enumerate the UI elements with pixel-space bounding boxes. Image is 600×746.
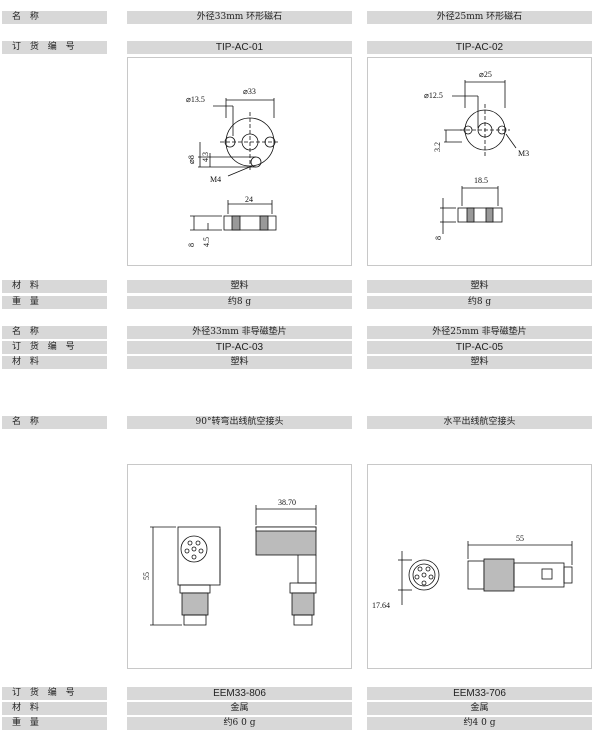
dim-width: 38.70: [278, 498, 296, 507]
product-name-tip-ac-02: 外径25mm 环形磁石: [367, 11, 592, 24]
drawing-tip-ac-02: ⌀25 ⌀12.5 3.2 M3 18.5 8: [424, 70, 529, 240]
dim-outer-diameter: ⌀25: [479, 70, 492, 79]
label-weight: 重 量: [2, 717, 107, 730]
dim-height-total: 8: [187, 243, 196, 247]
material-eem33-806: 金属: [127, 702, 352, 715]
product-name-tip-ac-05: 外径25mm 非导磁垫片: [367, 326, 592, 339]
dim-hole-offset: 4.3: [201, 152, 210, 162]
drawing-tip-ac-01: ⌀33 ⌀13.5 ⌀8 4.3 M4 24 8 4.5: [186, 87, 280, 247]
label-material: 材 料: [2, 280, 107, 293]
dim-inner-diameter: ⌀12.5: [424, 91, 443, 100]
label-order-no: 订 货 编 号: [2, 41, 107, 54]
product-name-eem33-806: 90°转弯出线航空接头: [127, 416, 352, 429]
order-no-tip-ac-02: TIP-AC-02: [367, 41, 592, 54]
product-name-eem33-706: 水平出线航空接头: [367, 416, 592, 429]
dim-width: 24: [245, 195, 253, 204]
dim-hole-diameter: ⌀8: [187, 155, 196, 164]
order-no-tip-ac-01: TIP-AC-01: [127, 41, 352, 54]
drawing-panel-eem33-706: 55 17.64: [367, 464, 592, 669]
label-material: 材 料: [2, 702, 107, 715]
weight-eem33-806: 约6 0 g: [127, 717, 352, 730]
dim-height-half: 4.5: [202, 237, 211, 247]
material-tip-ac-03: 塑料: [127, 356, 352, 369]
dim-hole-offset: 3.2: [433, 142, 442, 152]
drawing-eem33-706: 55 17.64: [372, 534, 573, 610]
drawing-eem33-806: 38.70 55: [142, 498, 317, 626]
order-no-eem33-806: EEM33-806: [127, 687, 352, 700]
label-name: 名 称: [2, 326, 107, 339]
dim-outer-diameter: ⌀33: [243, 87, 256, 96]
material-eem33-706: 金属: [367, 702, 592, 715]
label-order-no: 订 货 编 号: [2, 341, 107, 354]
weight-eem33-706: 约4 0 g: [367, 717, 592, 730]
order-no-tip-ac-05: TIP-AC-05: [367, 341, 592, 354]
dim-thread: M4: [210, 175, 221, 184]
drawing-panel-eem33-806: 38.70 55: [127, 464, 352, 669]
dim-width: 18.5: [474, 176, 488, 185]
order-no-tip-ac-03: TIP-AC-03: [127, 341, 352, 354]
dim-inner-diameter: ⌀13.5: [186, 95, 205, 104]
dim-diameter: 17.64: [372, 601, 390, 610]
dim-length: 55: [516, 534, 524, 543]
label-material: 材 料: [2, 356, 107, 369]
order-no-eem33-706: EEM33-706: [367, 687, 592, 700]
dim-height-total: 8: [434, 236, 443, 240]
material-tip-ac-02: 塑料: [367, 280, 592, 293]
label-name: 名 称: [2, 416, 107, 429]
drawing-panel-tip-ac-01: ⌀33 ⌀13.5 ⌀8 4.3 M4 24 8 4.5: [127, 57, 352, 266]
weight-tip-ac-02: 约8 g: [367, 296, 592, 309]
label-order-no: 订 货 编 号: [2, 687, 107, 700]
dim-thread: M3: [518, 149, 529, 158]
material-tip-ac-05: 塑料: [367, 356, 592, 369]
weight-tip-ac-01: 约8 g: [127, 296, 352, 309]
drawing-panel-tip-ac-02: ⌀25 ⌀12.5 3.2 M3 18.5 8: [367, 57, 592, 266]
material-tip-ac-01: 塑料: [127, 280, 352, 293]
label-weight: 重 量: [2, 296, 107, 309]
dim-height: 55: [142, 572, 151, 580]
product-name-tip-ac-03: 外径33mm 非导磁垫片: [127, 326, 352, 339]
product-name-tip-ac-01: 外径33mm 环形磁石: [127, 11, 352, 24]
label-name: 名 称: [2, 11, 107, 24]
